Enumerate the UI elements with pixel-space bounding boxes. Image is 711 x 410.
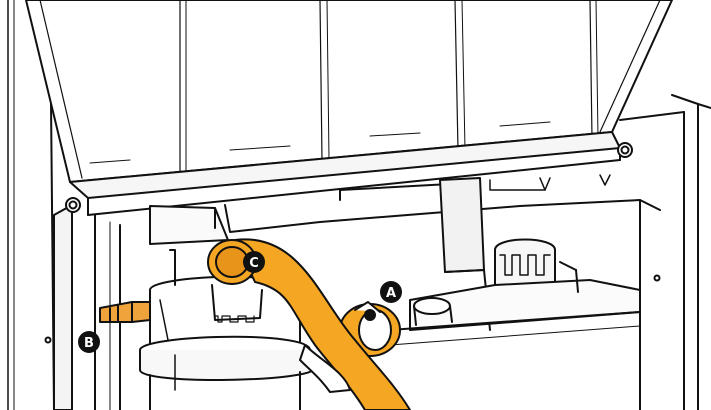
- right-component: [390, 240, 640, 410]
- screw-left: [66, 198, 80, 212]
- callout-b: B: [78, 331, 100, 353]
- screw-right: [618, 143, 632, 157]
- callout-c-label: C: [249, 256, 259, 271]
- callout-a-label: A: [386, 286, 396, 301]
- callout-a: A: [380, 281, 402, 303]
- raised-lid: [26, 0, 672, 215]
- callout-c: C: [243, 251, 265, 273]
- callout-b-label: B: [84, 336, 94, 351]
- connector-b: [100, 302, 150, 322]
